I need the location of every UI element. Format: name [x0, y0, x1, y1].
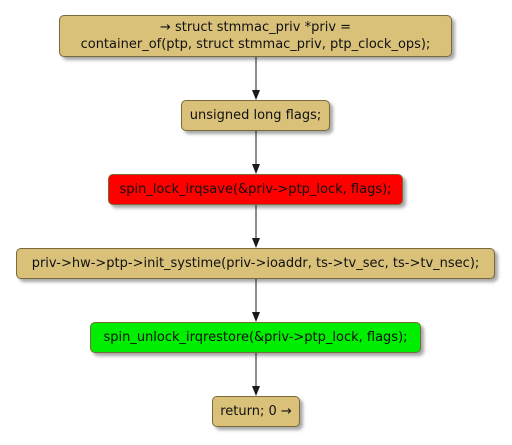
arrowhead-icon: [252, 386, 260, 396]
flow-node-text: unsigned long flags;: [189, 108, 322, 123]
flow-node-default: unsigned long flags;: [181, 100, 330, 131]
flow-node-default: return; 0 →: [212, 396, 300, 427]
arrowhead-icon: [252, 90, 260, 100]
flow-node-text: return; 0 →: [220, 404, 292, 419]
flow-node-text: priv->hw->ptp->init_systime(priv->ioaddr…: [31, 256, 480, 271]
flow-node-default: priv->hw->ptp->init_systime(priv->ioaddr…: [16, 248, 495, 279]
flow-node-unlock: spin_unlock_irqrestore(&priv->ptp_lock, …: [90, 322, 421, 353]
flow-node-text: spin_unlock_irqrestore(&priv->ptp_lock, …: [103, 330, 408, 345]
arrowhead-icon: [252, 238, 260, 248]
flow-node-text: container_of(ptp, struct stmmac_priv, pt…: [80, 37, 431, 52]
flow-node-lock: spin_lock_irqsave(&priv->ptp_lock, flags…: [108, 174, 403, 205]
flow-node-default: → struct stmmac_priv *priv = container_of…: [59, 15, 452, 57]
arrowhead-icon: [252, 312, 260, 322]
arrowhead-icon: [252, 164, 260, 174]
flow-node-text: → struct stmmac_priv *priv =: [159, 20, 352, 35]
flow-node-text: spin_lock_irqsave(&priv->ptp_lock, flags…: [119, 182, 392, 197]
